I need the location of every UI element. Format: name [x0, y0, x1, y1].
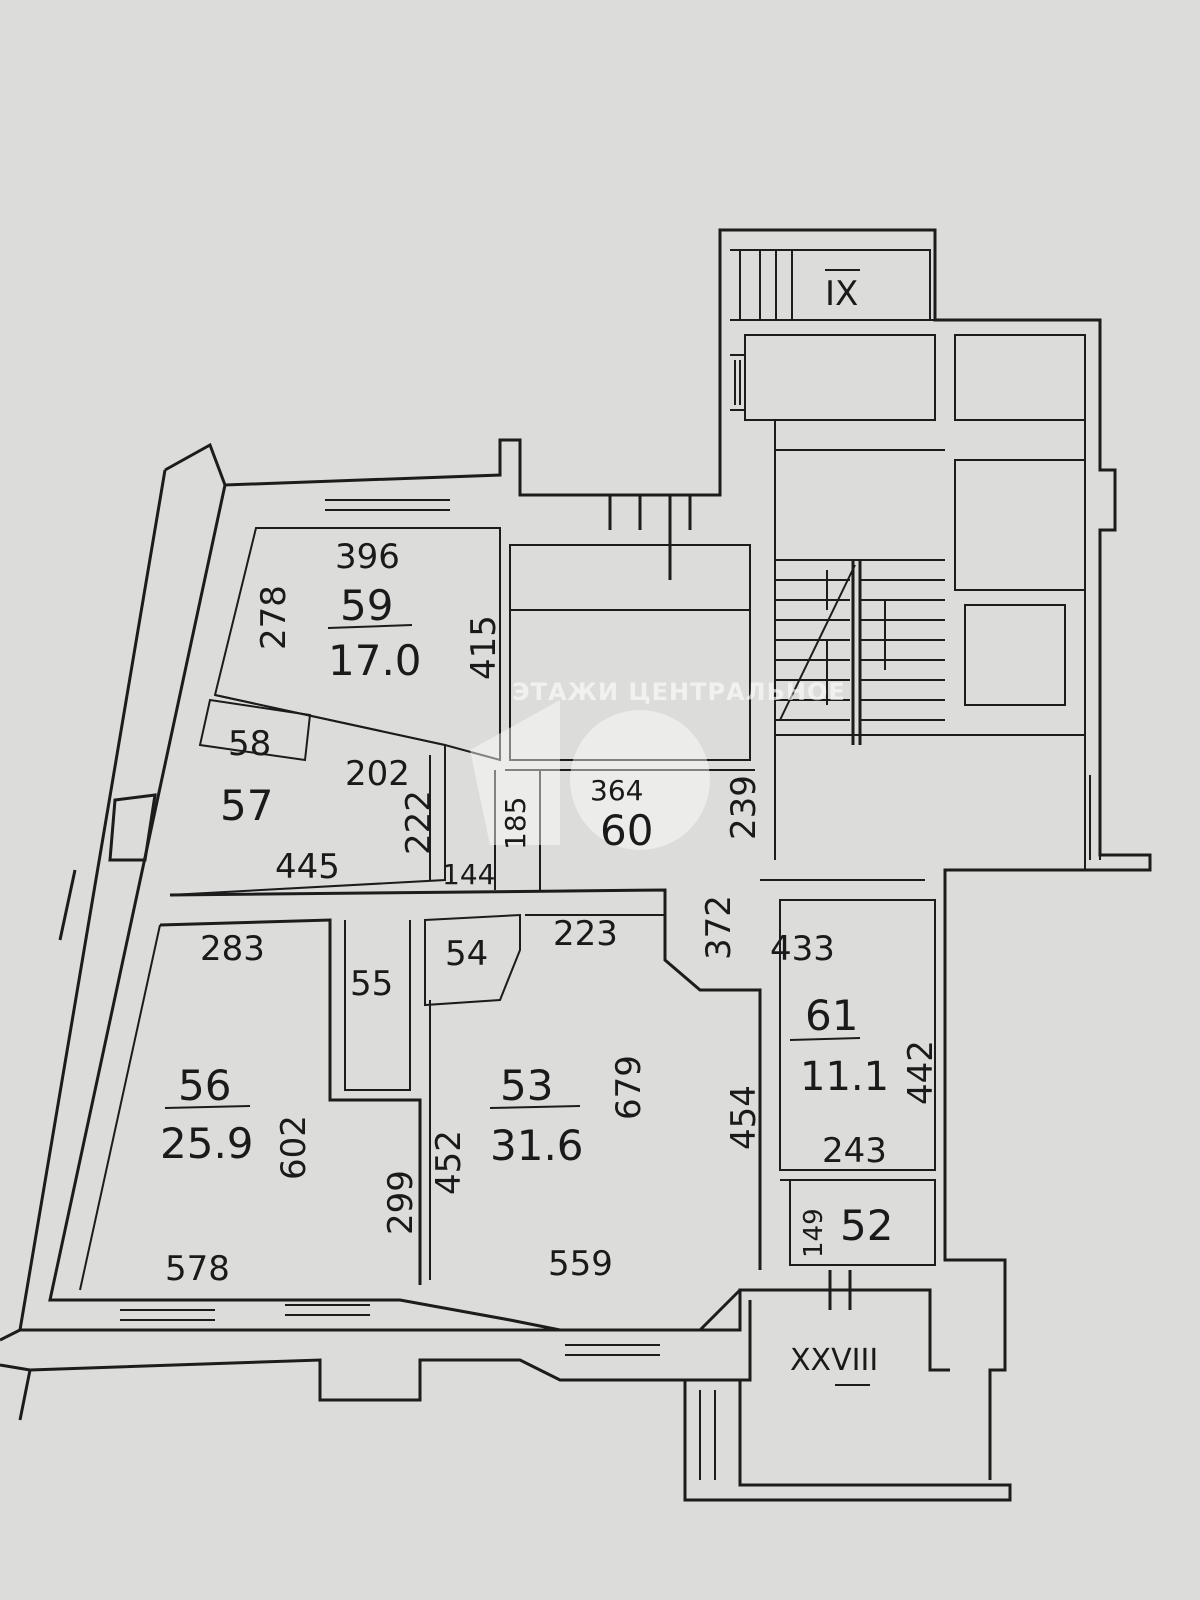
room-61-number: 61 [805, 991, 858, 1040]
room-55-number: 55 [350, 964, 393, 1004]
room-52-dim: 149 [799, 1208, 829, 1258]
room-60-dim-right: 239 [724, 775, 764, 840]
room-59-dim-top: 396 [335, 537, 400, 577]
room-53-dim-left: 452 [429, 1130, 469, 1195]
room-55-dim: 299 [381, 1170, 421, 1235]
watermark-text: ЭТАЖИ ЦЕНТРАЛЬНОЕ [512, 678, 846, 706]
room-60-dim-left: 185 [499, 797, 532, 850]
room-56-dim-top: 283 [200, 929, 265, 969]
room-57-dim-top: 202 [345, 754, 410, 794]
room-61-dim-right: 442 [901, 1040, 941, 1105]
room-59-area: 17.0 [328, 636, 422, 685]
room-53-number: 53 [500, 1061, 553, 1110]
room-56-number: 56 [178, 1061, 231, 1110]
room-60-dim-bottom: 144 [442, 858, 495, 891]
room-53-dim-right-inner: 679 [609, 1055, 649, 1120]
room-53-dim-top: 223 [553, 914, 618, 954]
room-60-dim-top: 364 [590, 774, 643, 807]
room-53-dim-bottom: 559 [548, 1244, 613, 1284]
room-56-dim-right: 602 [274, 1115, 314, 1180]
room-59-dim-right: 415 [464, 615, 504, 680]
room-53-area: 31.6 [490, 1121, 584, 1170]
room-56-area: 25.9 [160, 1119, 254, 1168]
room-57-dim-right: 222 [399, 790, 439, 855]
room-61-area: 11.1 [800, 1054, 889, 1100]
room-54-number: 54 [445, 934, 488, 974]
room-59-number: 59 [340, 581, 393, 630]
section-label-xxviii: XXVIII [790, 1343, 878, 1378]
room-59-dim-left: 278 [254, 585, 294, 650]
section-label-ix: IX [825, 274, 858, 314]
room-labels: 396 278 415 59 17.0 58 202 222 57 445 36… [160, 269, 941, 1386]
room-61-dim-bottom: 243 [822, 1131, 887, 1171]
room-57-number: 57 [220, 781, 273, 830]
room-53-dim-right: 454 [724, 1085, 764, 1150]
room-56-dim-bottom: 578 [165, 1249, 230, 1289]
room-61-dim-top: 433 [770, 929, 835, 969]
room-58-number: 58 [228, 724, 271, 764]
room-52-number: 52 [840, 1201, 893, 1250]
watermark-logo: ЭТАЖИ ЦЕНТРАЛЬНОЕ [470, 678, 846, 850]
room-60-number: 60 [600, 806, 653, 855]
walls [0, 228, 1152, 1502]
room-57-dim-bottom: 445 [275, 847, 340, 887]
room-61-dim-left: 372 [699, 895, 739, 960]
